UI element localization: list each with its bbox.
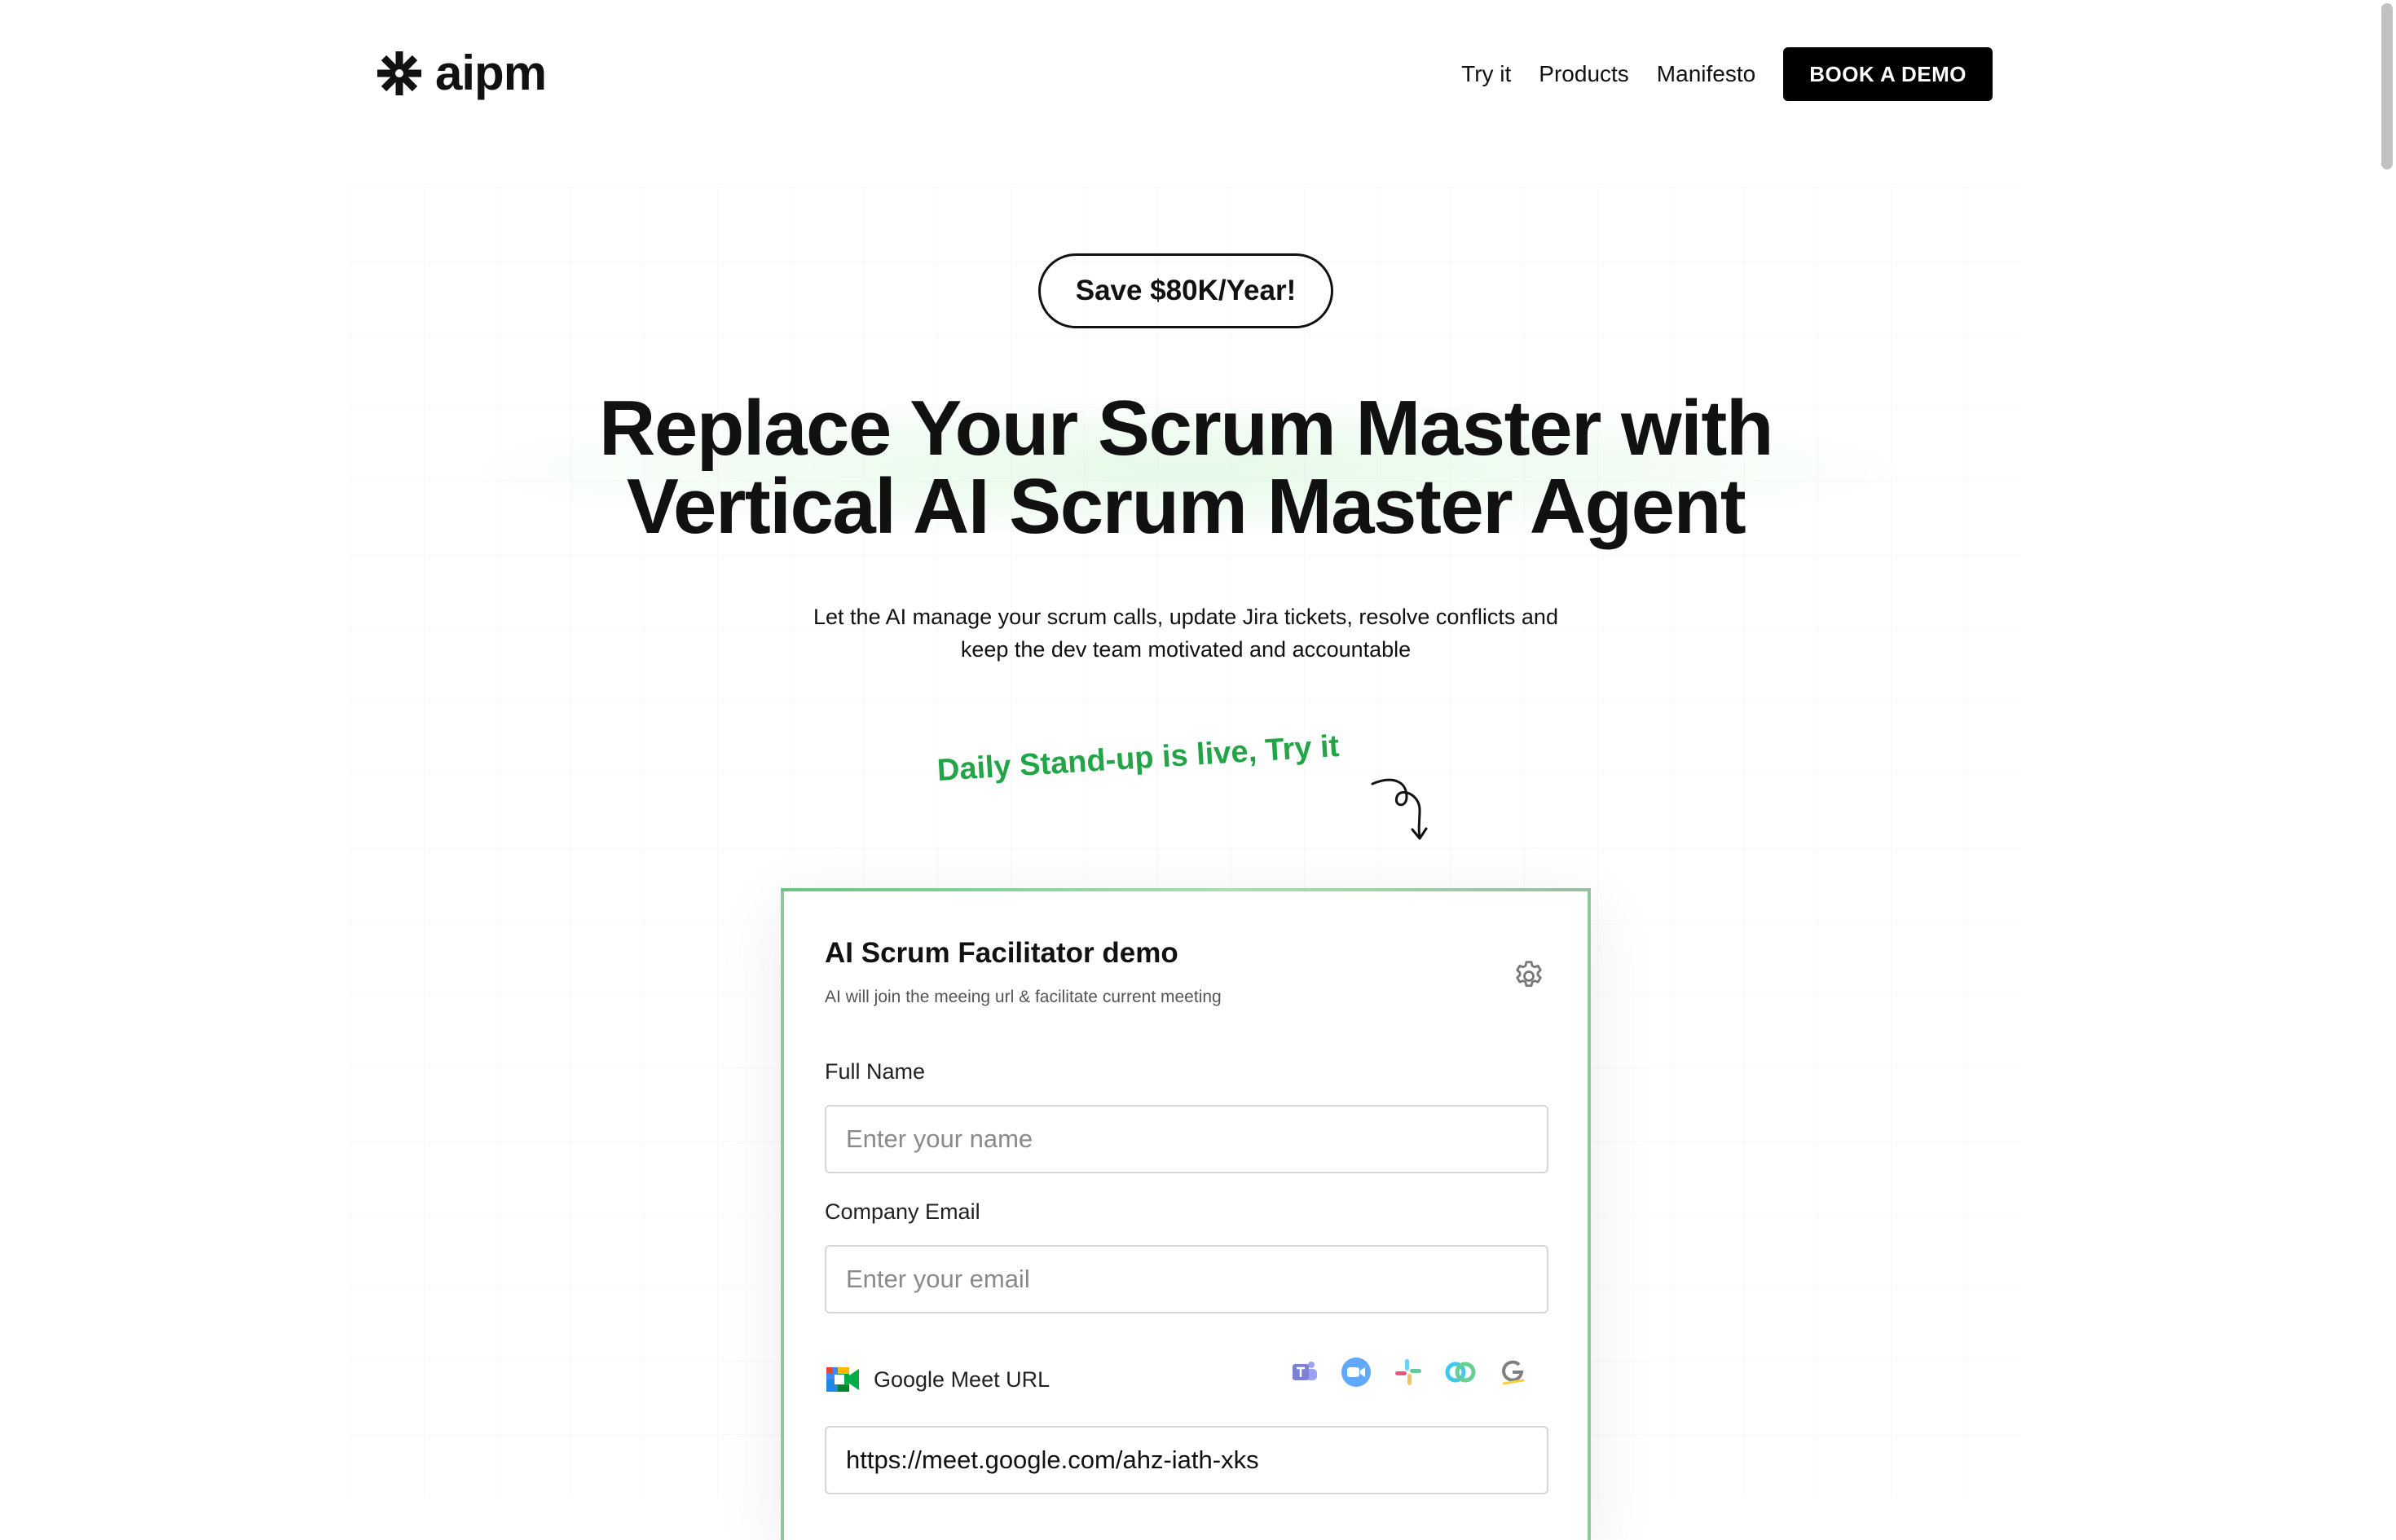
title-glow [456,399,1915,538]
meeting-url-label-row: Google Meet URL [825,1364,1050,1395]
nav-try-it[interactable]: Try it [1461,61,1512,86]
meeting-url-label: Google Meet URL [874,1366,1050,1392]
full-name-label: Full Name [825,1059,926,1084]
zoom-icon[interactable] [1338,1354,1374,1390]
meeting-url-input[interactable] [825,1426,1548,1494]
hero-title: Replace Your Scrum Master with Vertical … [0,389,2372,546]
curly-arrow-icon [1371,778,1428,840]
logo-text: aipm [435,46,547,100]
savings-badge: Save $80K/Year! [1038,253,1333,328]
hero-subtitle-line-1: Let the AI manage your scrum calls, upda… [813,605,1558,629]
company-email-label: Company Email [825,1199,980,1224]
scrollbar-thumb[interactable] [2381,3,2393,169]
live-note: Daily Stand-up is live, Try it [936,728,1341,788]
teams-icon[interactable] [1286,1354,1322,1390]
hero-subtitle: Let the AI manage your scrum calls, upda… [0,601,2372,666]
book-demo-button[interactable]: BOOK A DEMO [1783,47,1993,101]
hero-title-line-2: Vertical AI Scrum Master Agent [626,463,1746,550]
google-meet-icon [826,1367,859,1392]
platform-selector [1286,1354,1531,1390]
company-email-input[interactable] [825,1245,1548,1313]
hero-subtitle-line-2: keep the dev team motivated and accounta… [960,637,1412,662]
card-title: AI Scrum Facilitator demo [825,937,1178,969]
webex-icon[interactable] [1442,1354,1478,1390]
asterisk-logo-icon [377,51,421,95]
slack-icon[interactable] [1390,1354,1426,1390]
nav-manifesto[interactable]: Manifesto [1656,61,1756,86]
google-icon[interactable] [1495,1354,1531,1390]
logo[interactable]: aipm [375,46,547,100]
nav-products[interactable]: Products [1539,61,1629,86]
gear-icon[interactable] [1511,958,1547,994]
demo-form-card: AI Scrum Facilitator demo AI will join t… [781,888,1591,1540]
hero-title-line-1: Replace Your Scrum Master with [599,385,1773,472]
top-nav: Try it Products Manifesto BOOK A DEMO [1461,47,1993,101]
card-top-border [781,888,1591,891]
card-description: AI will join the meeing url & facilitate… [825,988,1222,1006]
full-name-input[interactable] [825,1105,1548,1173]
